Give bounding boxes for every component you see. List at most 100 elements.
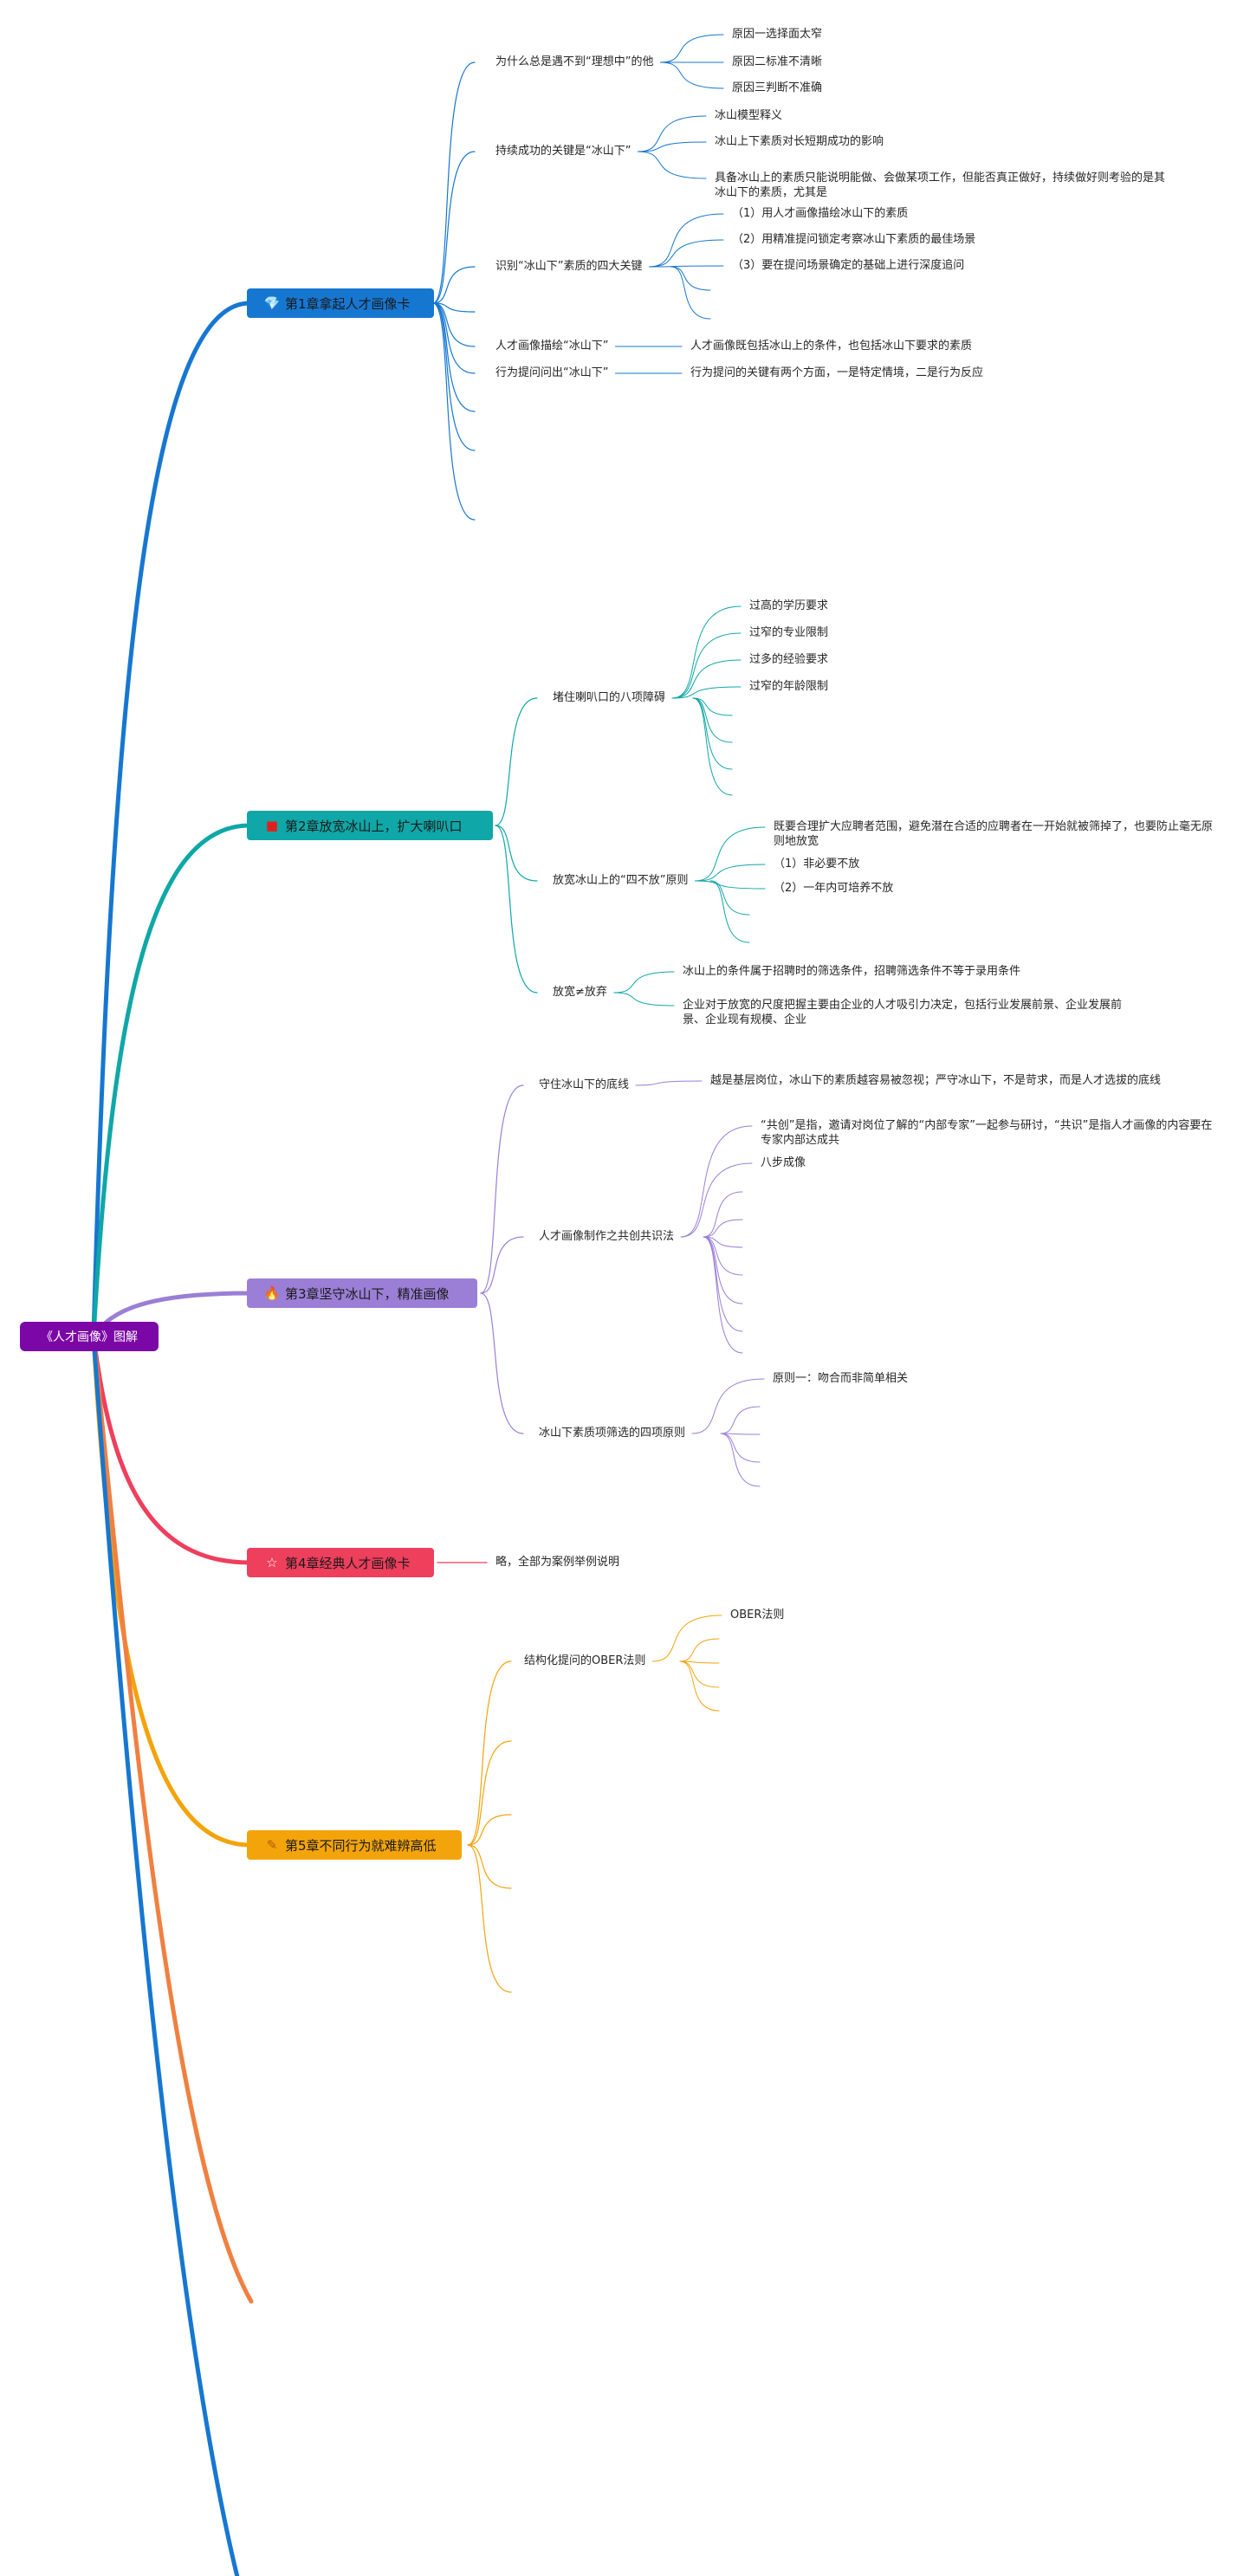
empty-topic-line [432,302,476,451]
topic-node[interactable]: 略，全部为案例举例说明 [495,1556,620,1569]
topic-connector [480,1236,524,1294]
chapter-node-3[interactable]: 🔥第3章坚守冰山下，精准画像 [247,1278,477,1308]
leaf-node[interactable]: 越是基层岗位，冰山下的素质越容易被忽视；严守冰山下，不是苛求，而是人才选拔的底线 [710,1074,1162,1087]
topic-connector [432,266,476,304]
leaf-node[interactable]: （2）用精准提问锁定考察冰山下素质的最佳场景 [732,233,976,246]
topic-node[interactable]: 堵住喇叭口的八项障碍 [553,691,666,704]
child-connector [671,659,742,699]
leaf-node[interactable]: 行为提问的关键有两个方面，一是特定情境，二是行为反应 [690,366,984,379]
chapter-node-5[interactable]: ✎第5章不同行为就难辨高低 [247,1830,462,1860]
child-connector [637,115,707,152]
child-connector [648,265,724,268]
chapter-label: 第4章经典人才画像卡 [285,1555,411,1571]
leaf-node[interactable]: （2）一年内可培养不放 [774,882,894,895]
child-connector [635,1080,703,1086]
child-connector [651,1615,722,1662]
child-connector [680,1125,753,1238]
leaf-node[interactable]: 原则一：吻合而非简单相关 [773,1372,909,1385]
child-connector [694,826,766,882]
leaf-node[interactable]: 企业对于放宽的尺度把握主要由企业的人才吸引力决定，包括行业发展前景、企业发展前景… [683,999,1123,1026]
leaf-node[interactable]: 冰山模型释义 [715,109,783,122]
empty-leaf-line [703,1191,743,1238]
topic-connector [432,302,476,374]
empty-topic-line [467,1844,512,1889]
root-node[interactable]: 《人才画像》图解 [20,1322,159,1351]
chapter-label: 第2章放宽冰山上，扩大喇叭口 [285,818,463,834]
child-connector [659,34,724,63]
empty-topic-line [467,1844,512,1993]
leaf-node[interactable]: 过窄的年龄限制 [749,680,829,693]
flame-icon: 🔥 [263,1285,281,1301]
leaf-node[interactable]: 冰山上的条件属于招聘时的筛选条件，招聘筛选条件不等于录用条件 [683,965,1021,978]
topic-connector [495,697,538,826]
topic-connector [495,825,538,994]
topic-node[interactable]: 识别“冰山下”素质的四大关键 [495,260,643,273]
topic-node[interactable]: 行为提问问出“冰山下” [495,366,609,379]
topic-node[interactable]: 结构化提问的OBER法则 [524,1654,646,1667]
topic-node[interactable]: 守住冰山下的底线 [539,1078,630,1091]
topic-connector [495,825,538,882]
empty-leaf-line [679,1638,720,1662]
leaf-node[interactable]: “共创”是指，邀请对岗位了解的“内部专家”一起参与研讨，“共识”是指人才画像的内… [761,1119,1213,1147]
topic-node[interactable]: 持续成功的关键是“冰山下” [495,145,631,158]
gem-icon: 💎 [263,295,281,311]
leaf-node[interactable]: （3）要在提问场景确定的基础上进行深度追问 [732,259,965,272]
topic-node[interactable]: 冰山下素质项筛选的四项原则 [539,1427,686,1440]
topic-connector [432,151,476,304]
branch-line-5 [91,1334,252,1848]
leaf-node[interactable]: 过多的经验要求 [749,653,829,666]
topic-connector [432,61,476,304]
child-connector [648,213,724,268]
empty-leaf-line [670,266,711,320]
chapter-label: 第5章不同行为就难辨高低 [285,1837,437,1854]
branch-line-extra-1 [91,1334,254,2304]
topic-node[interactable]: 放宽≠放弃 [553,986,607,999]
chapter-node-1[interactable]: 💎第1章拿起人才画像卡 [247,288,434,318]
chapter-label: 第1章拿起人才画像卡 [285,295,411,312]
leaf-node[interactable]: 原因三判断不准确 [732,81,823,94]
topic-connector [480,1292,524,1434]
empty-leaf-line [703,1219,743,1238]
red-square-icon: ■ [265,818,279,833]
child-connector [671,605,742,699]
empty-leaf-line [709,880,750,916]
leaf-node[interactable]: 过高的学历要求 [749,599,829,612]
chapter-node-4[interactable]: ☆ 第4章经典人才画像卡 [247,1548,434,1577]
empty-leaf-line [692,697,733,796]
chapter-node-2[interactable]: ■ 第2章放宽冰山上，扩大喇叭口 [247,811,493,840]
topic-node[interactable]: 人才画像描绘“冰山下” [495,340,609,353]
leaf-node[interactable]: OBER法则 [730,1608,785,1621]
empty-leaf-line [720,1433,761,1463]
empty-leaf-line [692,697,733,716]
topic-node[interactable]: 放宽冰山上的“四不放”原则 [553,874,689,887]
empty-leaf-line [709,880,750,943]
child-connector [671,686,742,699]
topic-connector [467,1660,512,1846]
topic-node[interactable]: 人才画像制作之共创共识法 [539,1230,675,1243]
child-connector [694,864,766,882]
star-icon: ☆ [266,1555,278,1570]
leaf-node[interactable]: 人才画像既包括冰山上的条件，也包括冰山下要求的素质 [690,340,973,353]
leaf-node[interactable]: 过窄的专业限制 [749,626,829,639]
empty-leaf-line [703,1236,743,1276]
empty-leaf-line [670,266,711,291]
child-connector [680,1162,753,1238]
leaf-node[interactable]: 八步成像 [761,1156,806,1169]
leaf-node[interactable]: （1）非必要不放 [774,858,860,871]
topic-connector [480,1084,524,1294]
branch-line-1 [91,301,252,1339]
child-connector [691,1378,765,1434]
empty-leaf-line [679,1660,720,1688]
child-connector [637,151,707,179]
leaf-node[interactable]: 原因二标准不清晰 [732,55,823,68]
leaf-node[interactable]: 冰山上下素质对长短期成功的影响 [715,135,884,148]
root-label: 《人才画像》图解 [41,1330,138,1344]
empty-topic-line [467,1740,512,1846]
leaf-node[interactable]: （1）用人才画像描绘冰山下的素质 [732,207,909,220]
topic-node[interactable]: 为什么总是遇不到“理想中”的他 [495,55,654,68]
leaf-node[interactable]: 具备冰山上的素质只能说明能做、会做某项工作，但能否真正做好，持续做好则考验的是其… [715,172,1166,199]
empty-leaf-line [679,1660,720,1712]
leaf-node[interactable]: 既要合理扩大应聘者范围，避免潜在合适的应聘者在一开始就被筛掉了，也要防止毫无原则… [774,820,1214,848]
leaf-node[interactable]: 原因一选择面太窄 [732,28,823,41]
